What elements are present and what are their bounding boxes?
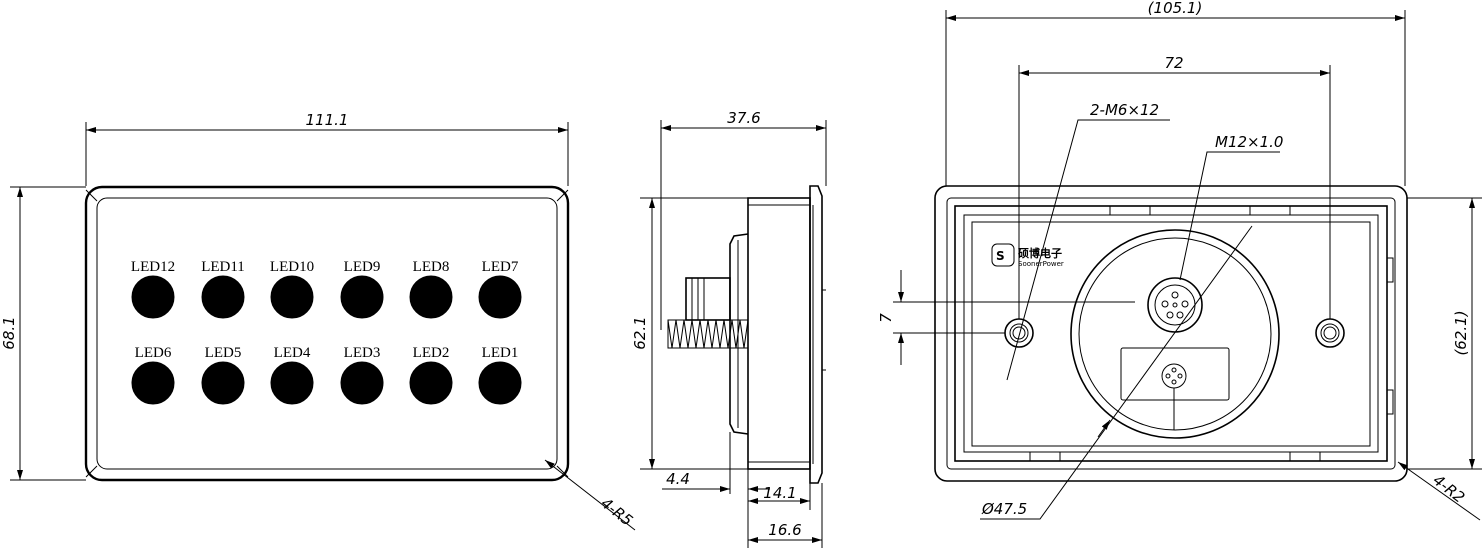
screw-hole-left bbox=[1004, 318, 1034, 348]
svg-text:S: S bbox=[996, 249, 1005, 263]
rear-offset-dimension: 7 bbox=[877, 313, 895, 323]
front-radius-leader bbox=[544, 459, 636, 531]
led-indicator bbox=[478, 275, 522, 319]
rear-corner-radius: 4-R2 bbox=[1430, 471, 1469, 507]
led-label: LED5 bbox=[205, 345, 242, 361]
side-dim-b: 14.1 bbox=[763, 484, 796, 502]
screw-callout: 2-M6×12 bbox=[1090, 101, 1159, 119]
rear-radius-leader bbox=[1397, 461, 1481, 521]
front-corner-radius: 4-R5 bbox=[598, 494, 637, 530]
led-label: LED7 bbox=[482, 259, 519, 275]
diameter-callout: Ø47.5 bbox=[981, 500, 1027, 518]
screw-callout-leader bbox=[1006, 119, 1170, 381]
front-height-dimension: 68.1 bbox=[0, 316, 18, 349]
side-height-dimension: 62.1 bbox=[631, 316, 649, 349]
rear-boss-outer bbox=[1070, 229, 1280, 439]
front-panel-inner bbox=[96, 197, 558, 470]
rear-height-dimension: (62.1) bbox=[1452, 310, 1470, 355]
soonerpower-logo: S 硕博电子 SoonerPower bbox=[991, 243, 1064, 268]
diameter-callout-leader bbox=[980, 225, 1253, 520]
led-indicator bbox=[409, 361, 453, 405]
rear-view: S 硕博电子 SoonerPower bbox=[877, 0, 1482, 521]
led-label: LED8 bbox=[413, 259, 450, 275]
side-depth-dimension: 37.6 bbox=[727, 109, 760, 127]
logo-en-text: SoonerPower bbox=[1018, 260, 1064, 268]
led-indicator bbox=[340, 275, 384, 319]
led-indicator bbox=[340, 361, 384, 405]
side-threaded-stud bbox=[667, 319, 749, 349]
led-label: LED1 bbox=[482, 345, 519, 361]
led-label: LED12 bbox=[131, 259, 175, 275]
rear-boss-inner bbox=[1078, 237, 1272, 431]
led-indicator bbox=[201, 275, 245, 319]
screw-hole-right bbox=[1315, 318, 1345, 348]
led-indicator bbox=[270, 361, 314, 405]
rear-frame-second bbox=[946, 197, 1396, 470]
led-indicator bbox=[201, 361, 245, 405]
rear-label-area bbox=[1120, 347, 1230, 401]
led-label: LED6 bbox=[135, 345, 172, 361]
led-label: LED11 bbox=[201, 259, 245, 275]
led-indicator bbox=[478, 361, 522, 405]
led-indicator bbox=[131, 275, 175, 319]
led-label: LED3 bbox=[344, 345, 381, 361]
logo-cn-text: 硕博电子 bbox=[1018, 246, 1062, 260]
rear-hole-spacing: 72 bbox=[1164, 54, 1183, 72]
side-body bbox=[747, 197, 811, 470]
led-label: LED9 bbox=[344, 259, 381, 275]
side-dim-a: 4.4 bbox=[666, 470, 690, 488]
side-connector-hex bbox=[685, 277, 731, 321]
side-flange bbox=[809, 185, 823, 484]
side-rear-step bbox=[729, 233, 749, 435]
rear-width-dimension: (105.1) bbox=[1148, 0, 1203, 17]
led-indicator bbox=[409, 275, 453, 319]
front-width-dimension: 111.1 bbox=[306, 111, 349, 129]
led-label: LED2 bbox=[413, 345, 450, 361]
front-panel-outer bbox=[84, 185, 570, 482]
connector-callout-leader bbox=[1179, 151, 1280, 281]
led-label: LED10 bbox=[270, 259, 314, 275]
front-view: 111.1 68.1 LED12 LED11 LED10 LED9 LED8 L… bbox=[0, 111, 637, 531]
side-view: 37.6 62.1 4.4 14.1 16.6 bbox=[631, 109, 827, 548]
side-dim-c: 16.6 bbox=[768, 521, 801, 539]
led-indicator bbox=[131, 361, 175, 405]
m12-connector bbox=[1147, 277, 1203, 333]
led-label: LED4 bbox=[274, 345, 311, 361]
connector-callout: M12×1.0 bbox=[1215, 133, 1283, 151]
led-indicator bbox=[270, 275, 314, 319]
